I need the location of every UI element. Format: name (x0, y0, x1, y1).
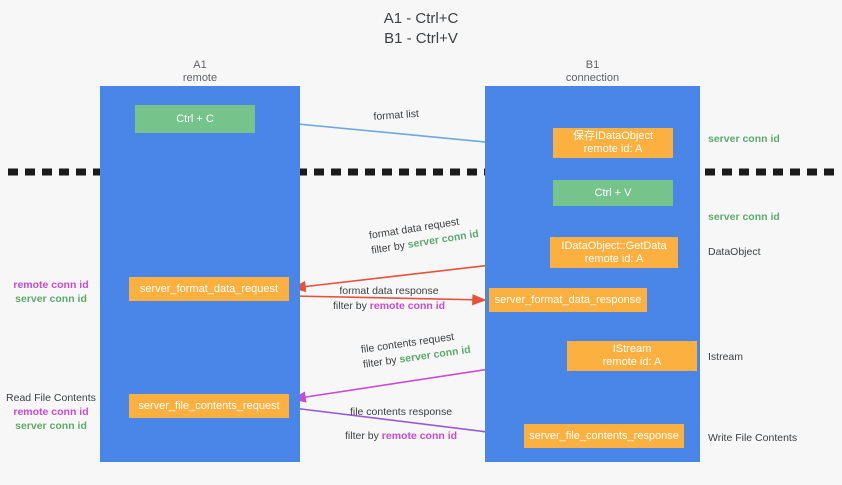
filter-value-remote-conn-id: remote conn id (369, 300, 446, 312)
lane-a1-role: remote (182, 72, 218, 84)
lane-b1-name: B1 (585, 59, 600, 71)
filter-prefix: filter by (333, 300, 370, 312)
node-ctrl-c[interactable]: Ctrl + C (135, 105, 255, 133)
node-server-format-data-response[interactable]: server_format_data_response (489, 288, 647, 312)
edge-label-format-data-response: format data response filter by remote co… (333, 284, 445, 314)
edge-label-format-list: format list (373, 107, 419, 125)
side-label-left-format-remote: remote conn id (13, 279, 89, 291)
side-label-right-server-conn-2: server conn id (708, 211, 780, 223)
filter-prefix: filter by (362, 353, 401, 371)
filter-prefix: filter by (345, 430, 382, 442)
lane-header-a1: A1 remote (100, 59, 300, 85)
node-server-format-data-response-label: server_format_data_response (494, 293, 642, 306)
side-label-left-format-server: server conn id (15, 293, 87, 305)
edge-label-format-list-text: format list (373, 107, 420, 123)
node-ctrl-v[interactable]: Ctrl + V (553, 180, 673, 206)
filter-value-remote-conn-id: remote conn id (381, 430, 458, 442)
lane-header-b1: B1 connection (485, 59, 700, 85)
node-server-format-data-request-label: server_format_data_request (139, 282, 279, 295)
edge-label-format-data-request: format data request filter by server con… (368, 212, 480, 259)
edge-label-file-contents-response: file contents response filter by remote … (345, 405, 457, 444)
edge-label-format-data-response-title: format data response (339, 285, 439, 297)
side-label-write-file-contents: Write File Contents (708, 432, 798, 444)
node-istream-label: IStream (612, 343, 652, 355)
node-idataobject-getdata[interactable]: IDataObject::GetData remote id: A (550, 237, 678, 268)
diagram-title: A1 - Ctrl+C B1 - Ctrl+V (0, 9, 842, 49)
side-label-left-file-remote: remote conn id (13, 406, 89, 418)
node-ctrl-c-label: Ctrl + C (176, 112, 214, 125)
lane-b1-role: connection (565, 72, 620, 84)
node-idataobject-getdata-sublabel: remote id: A (584, 252, 644, 265)
side-label-left-file: Read File Contents remote conn id server… (4, 391, 98, 433)
node-server-file-contents-response-label: server_file_contents_response (529, 429, 679, 442)
node-idataobject-getdata-label: IDataObject::GetData (561, 239, 667, 252)
side-label-dataobject: DataObject (708, 246, 761, 258)
edge-label-file-contents-response-title: file contents response (349, 406, 453, 418)
node-ctrl-v-label: Ctrl + V (594, 186, 632, 199)
side-label-left-format: remote conn id server conn id (4, 278, 98, 306)
edge-label-file-contents-request: file contents request filter by server c… (360, 328, 472, 373)
node-save-idataobject-label: 保存IDataObject (572, 130, 654, 142)
edge-label-format-data-response-filter: filter by remote conn id (333, 299, 445, 314)
node-istream[interactable]: IStream remote id: A (567, 341, 697, 371)
node-server-file-contents-response[interactable]: server_file_contents_response (524, 424, 684, 448)
node-save-idataobject-sublabel: remote id: A (583, 143, 643, 155)
node-istream-sublabel: remote id: A (602, 356, 662, 368)
lane-a1-name: A1 (193, 59, 207, 71)
title-line-2: B1 - Ctrl+V (384, 30, 458, 47)
side-label-left-file-server: server conn id (15, 420, 87, 432)
title-line-1: A1 - Ctrl+C (383, 10, 459, 27)
node-server-file-contents-request[interactable]: server_file_contents_request (129, 394, 289, 418)
node-save-idataobject[interactable]: 保存IDataObject remote id: A (553, 128, 673, 158)
side-label-istream: Istream (708, 351, 744, 363)
edge-label-file-contents-response-filter: filter by remote conn id (345, 429, 457, 444)
node-server-format-data-request[interactable]: server_format_data_request (129, 277, 289, 301)
side-label-read-file-contents: Read File Contents (6, 392, 96, 404)
node-server-file-contents-request-label: server_file_contents_request (138, 399, 280, 412)
side-label-right-server-conn-1: server conn id (708, 133, 780, 145)
